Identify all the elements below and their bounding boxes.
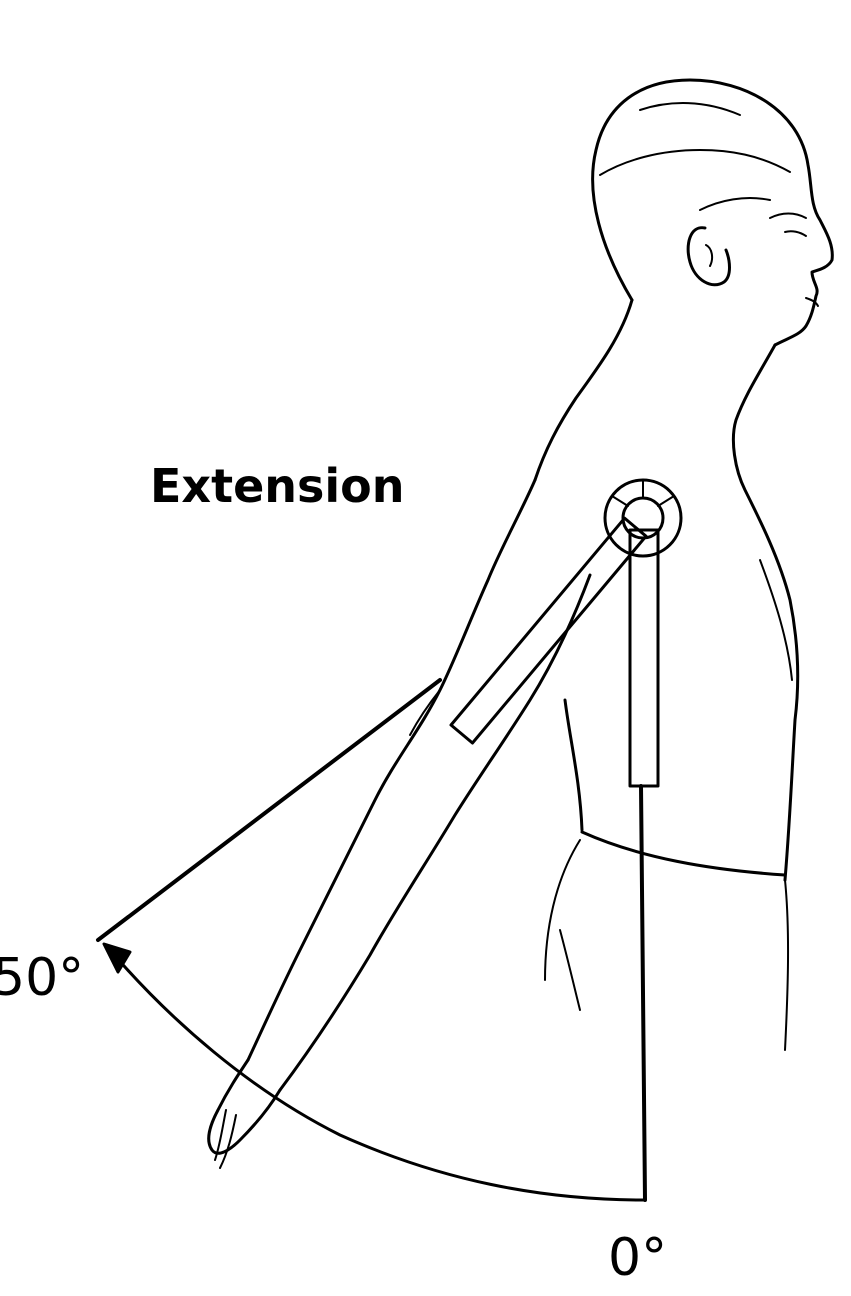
arm (207, 478, 592, 1169)
goniometer-moving-arm (449, 516, 648, 745)
goniometer-stationary-arm (628, 528, 660, 788)
torso (533, 298, 800, 1051)
figure-title: Extension (150, 459, 405, 513)
arc-arrow-icon (102, 942, 132, 974)
ear (686, 226, 731, 287)
head (591, 78, 834, 347)
end-angle-label: 50° (0, 948, 84, 1008)
range-of-motion-arc (108, 948, 647, 1202)
reference-lines (96, 678, 647, 1202)
fifty-degree-line (96, 678, 442, 942)
goniometer (449, 478, 683, 788)
hand (207, 1058, 282, 1155)
zero-degree-line (639, 784, 647, 1202)
waistband (580, 830, 787, 877)
start-angle-label: 0° (608, 1228, 667, 1288)
